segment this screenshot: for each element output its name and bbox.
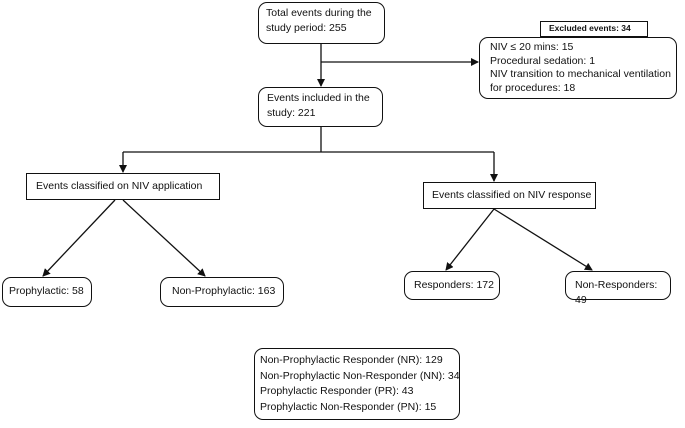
prophylactic-label: Prophylactic: 58 [9,285,84,297]
included-line-2: study: 221 [267,107,316,119]
excluded-line-3: NIV transition to mechanical ventilation [490,68,671,80]
arrow-to-responders [445,208,495,271]
non-prophylactic-box: Non-Prophylactic: 163 [160,277,284,307]
application-box: Events classified on NIV application [26,173,220,200]
excluded-title: Excluded events: 34 [549,23,631,33]
included-line-1: Events included in the [267,92,370,104]
total-events-box: Total events during the study period: 25… [258,2,385,44]
non-responders-box: Non-Responders: 49 [565,271,671,306]
summary-box: Non-Prophylactic Responder (NR): 129 Non… [254,348,460,420]
excluded-line-1: NIV ≤ 20 mins: 15 [490,41,574,53]
application-label: Events classified on NIV application [36,180,203,192]
summary-line-pr: Prophylactic Responder (PR): 43 [260,385,414,397]
summary-line-pn: Prophylactic Non-Responder (PN): 15 [260,400,437,413]
total-events-line-1: Total events during the [266,7,372,19]
responders-label: Responders: 172 [414,279,494,291]
total-events-line-2: study period: 255 [266,22,347,34]
excluded-events-box: NIV ≤ 20 mins: 15 Procedural sedation: 1… [479,37,677,99]
non-prophylactic-label: Non-Prophylactic: 163 [172,285,276,297]
excluded-title-box: Excluded events: 34 [540,21,648,37]
excluded-line-2: Procedural sedation: 1 [490,54,596,67]
arrow-to-non-prophylactic [122,199,206,277]
response-box: Events classified on NIV response [423,182,596,209]
summary-line-nr: Non-Prophylactic Responder (NR): 129 [260,354,443,366]
excluded-line-4: for procedures: 18 [490,81,576,94]
prophylactic-box: Prophylactic: 58 [2,277,92,307]
response-label: Events classified on NIV response [432,189,592,201]
responders-box: Responders: 172 [404,271,500,300]
arrow-to-non-responders [493,208,593,271]
summary-line-nn: Non-Prophylactic Non-Responder (NN): 34 [260,369,460,382]
non-responders-label: Non-Responders: 49 [575,279,658,306]
included-events-box: Events included in the study: 221 [258,87,383,127]
arrow-to-prophylactic [42,199,116,277]
